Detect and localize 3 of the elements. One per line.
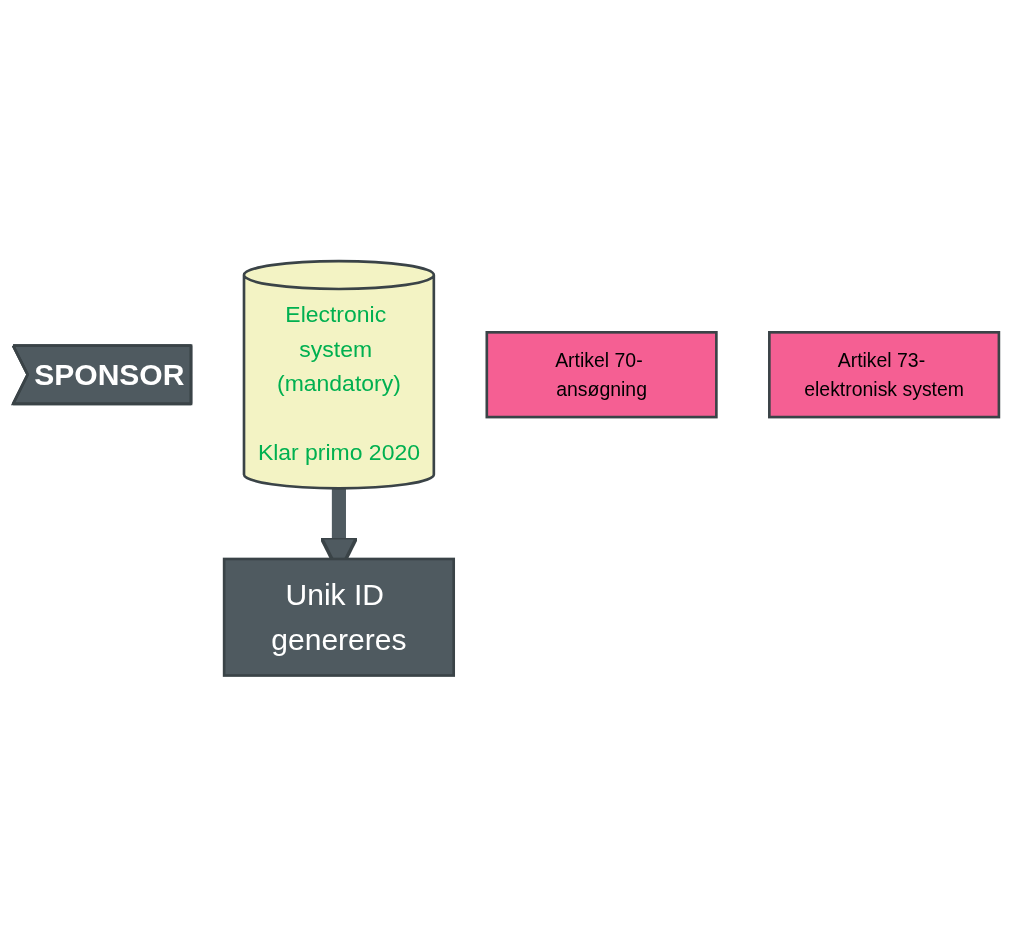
node-box: Artikel 73- elektronisk system (768, 330, 1001, 419)
node-box: Unik ID genereres (222, 557, 456, 677)
node-box: Artikel 70- ansøgning (485, 330, 718, 419)
